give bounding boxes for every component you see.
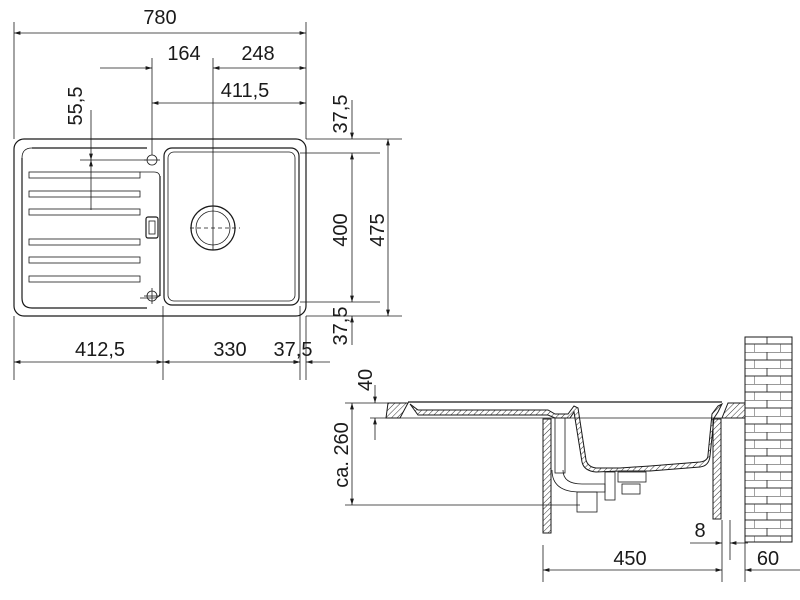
bowl-inner bbox=[167, 151, 296, 302]
countertop-left bbox=[385, 402, 409, 419]
dim-drainer-width: 412,5 bbox=[75, 339, 125, 361]
tap-hole-bottom-icon bbox=[144, 288, 160, 304]
dim-overall-width: 780 bbox=[143, 7, 176, 29]
cabinet-wall-right bbox=[712, 418, 722, 520]
bowl-outer bbox=[163, 147, 300, 306]
countertop-right bbox=[721, 402, 746, 419]
dim-cabinet-width: 450 bbox=[613, 548, 646, 570]
section-extension-lines bbox=[345, 402, 746, 582]
waste-trap bbox=[551, 417, 647, 513]
dim-gap: 8 bbox=[694, 520, 705, 542]
drainer-grooves bbox=[28, 171, 141, 283]
dim-right-rim: 37,5 bbox=[274, 339, 313, 361]
overflow-icon bbox=[145, 216, 159, 239]
sink-top-view: 780 164 248 411,5 55,5 37,5 400 475 37,5… bbox=[13, 7, 402, 380]
dim-tap-to-right: 411,5 bbox=[221, 80, 270, 102]
dim-wall-gap: 60 bbox=[757, 548, 779, 570]
dim-total-depth: ca. 260 bbox=[331, 422, 353, 488]
dimension-lines bbox=[13, 31, 390, 364]
dim-rim-height: 40 bbox=[355, 369, 377, 391]
drainer-end bbox=[140, 171, 161, 299]
dim-bottom-rim: 37,5 bbox=[330, 307, 352, 346]
dim-top-rim: 37,5 bbox=[330, 95, 352, 134]
dim-overall-depth: 475 bbox=[367, 213, 389, 246]
brick-wall bbox=[744, 336, 793, 543]
cabinet-wall-left bbox=[542, 418, 552, 534]
extension-lines bbox=[13, 22, 402, 380]
sink-outline bbox=[13, 138, 307, 317]
dim-left-to-tap: 164 bbox=[167, 43, 200, 65]
dim-bowl-depth: 400 bbox=[330, 213, 352, 246]
section-dimension-lines bbox=[350, 385, 800, 572]
tap-hole-top-icon bbox=[144, 154, 160, 166]
dim-tap-from-top: 55,5 bbox=[65, 87, 87, 126]
dim-bowl-width: 330 bbox=[213, 339, 246, 361]
dim-drain-to-right: 248 bbox=[241, 43, 274, 65]
sink-section-view: 40 ca. 260 450 8 60 bbox=[331, 336, 800, 582]
drain-icon bbox=[190, 205, 240, 251]
sink-body-section bbox=[409, 402, 724, 473]
